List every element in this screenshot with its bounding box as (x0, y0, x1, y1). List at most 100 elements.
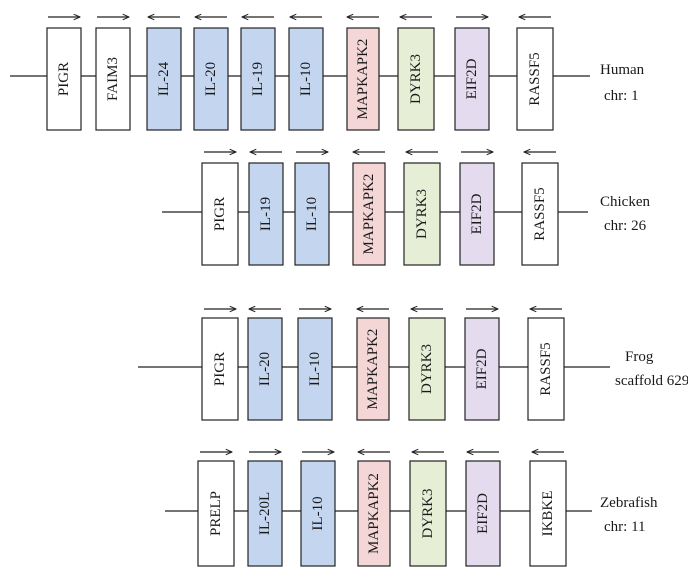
gene-box (247, 460, 283, 567)
gene-label: FAIM3 (105, 57, 121, 101)
gene-box (201, 162, 239, 266)
gene-label: EIF2D (474, 348, 490, 389)
gene-pigr: PIGR (201, 309, 239, 421)
gene-box (95, 27, 131, 131)
gene-mapkapk2: MAPKAPK2 (356, 309, 390, 421)
gene-box (201, 317, 239, 421)
gene-box (408, 317, 446, 421)
gene-il-10: IL-10 (297, 309, 333, 421)
species-row-zebrafish: PRELP IL-20L IL-10 MAPKAPK2 DYRK3 EIF2D IKBKE Z… (165, 452, 658, 567)
gene-box (297, 317, 333, 421)
species-name: Zebrafish (600, 495, 658, 511)
gene-il-10: IL-10 (300, 452, 336, 567)
gene-il-19: IL-19 (240, 17, 276, 131)
gene-mapkapk2: MAPKAPK2 (357, 452, 391, 567)
gene-label: MAPKAPK2 (365, 329, 381, 410)
gene-label: RASSF5 (532, 187, 548, 240)
gene-box (288, 27, 324, 131)
gene-box (294, 162, 330, 266)
gene-label: DYRK3 (420, 488, 436, 538)
gene-dyrk3: DYRK3 (397, 17, 435, 131)
gene-label: IL-20L (257, 492, 273, 535)
gene-label: DYRK3 (419, 344, 435, 394)
gene-rassf5: RASSF5 (527, 309, 565, 421)
gene-label: IL-10 (307, 352, 323, 386)
species-location: scaffold 629 (615, 373, 688, 389)
gene-il-10: IL-10 (294, 152, 330, 266)
gene-mapkapk2: MAPKAPK2 (346, 17, 380, 131)
gene-box (409, 460, 447, 567)
gene-eif2d: EIF2D (454, 17, 490, 131)
gene-box (529, 460, 567, 567)
gene-label: PIGR (212, 197, 228, 231)
gene-box (248, 162, 284, 266)
gene-eif2d: EIF2D (465, 452, 501, 567)
gene-box (352, 162, 386, 266)
gene-label: MAPKAPK2 (355, 39, 371, 120)
gene-label: IL-10 (310, 496, 326, 530)
gene-label: RASSF5 (527, 52, 543, 105)
gene-label: EIF2D (464, 58, 480, 99)
gene-dyrk3: DYRK3 (403, 152, 441, 266)
gene-eif2d: EIF2D (459, 152, 495, 266)
gene-il-10: IL-10 (288, 17, 324, 131)
gene-label: MAPKAPK2 (361, 174, 377, 255)
gene-box (357, 460, 391, 567)
gene-box (247, 317, 283, 421)
gene-pigr: PIGR (201, 152, 239, 266)
gene-label: MAPKAPK2 (366, 473, 382, 554)
gene-label: IL-10 (298, 62, 314, 96)
gene-label: DYRK3 (414, 189, 430, 239)
gene-il-19: IL-19 (248, 152, 284, 266)
gene-label: RASSF5 (538, 342, 554, 395)
gene-label: PIGR (212, 352, 228, 386)
gene-prelp: PRELP (197, 452, 235, 567)
gene-label: EIF2D (469, 193, 485, 234)
gene-mapkapk2: MAPKAPK2 (352, 152, 386, 266)
gene-box (193, 27, 229, 131)
species-name: Chicken (600, 194, 650, 210)
species-location: chr: 11 (604, 519, 646, 535)
gene-il-20: IL-20 (193, 17, 229, 131)
gene-box (146, 27, 182, 131)
gene-label: IL-20 (257, 352, 273, 386)
gene-label: IL-10 (304, 197, 320, 231)
gene-box (346, 27, 380, 131)
gene-box (521, 162, 559, 266)
gene-faim3: FAIM3 (95, 17, 131, 131)
gene-dyrk3: DYRK3 (408, 309, 446, 421)
gene-box (454, 27, 490, 131)
gene-box (403, 162, 441, 266)
species-row-chicken: PIGR IL-19 IL-10 MAPKAPK2 DYRK3 EIF2D RASSF5 Ch… (162, 152, 650, 266)
gene-rassf5: RASSF5 (521, 152, 559, 266)
gene-ikbke: IKBKE (529, 452, 567, 567)
gene-box (197, 460, 235, 567)
gene-box (516, 27, 554, 131)
gene-il-20l: IL-20L (247, 452, 283, 567)
gene-il-24: IL-24 (146, 17, 182, 131)
species-name: Frog (625, 349, 654, 365)
gene-dyrk3: DYRK3 (409, 452, 447, 567)
species-name: Human (600, 62, 645, 78)
gene-box (464, 317, 500, 421)
gene-label: EIF2D (475, 493, 491, 534)
gene-rassf5: RASSF5 (516, 17, 554, 131)
gene-pigr: PIGR (46, 17, 82, 131)
species-location: chr: 26 (604, 218, 647, 234)
gene-box (300, 460, 336, 567)
gene-box (527, 317, 565, 421)
gene-eif2d: EIF2D (464, 309, 500, 421)
gene-label: IL-19 (250, 62, 266, 96)
gene-label: IL-20 (203, 62, 219, 96)
gene-box (46, 27, 82, 131)
species-row-frog: PIGR IL-20 IL-10 MAPKAPK2 DYRK3 EIF2D RASSF5 Fr… (138, 309, 688, 421)
gene-box (240, 27, 276, 131)
gene-label: PRELP (208, 491, 224, 536)
gene-box (465, 460, 501, 567)
species-row-human: PIGR FAIM3 IL-24 IL-20 IL-19 IL-10 MAPKAPK2 DYR… (10, 17, 645, 131)
species-location: chr: 1 (604, 88, 639, 104)
gene-label: PIGR (56, 62, 72, 96)
gene-box (356, 317, 390, 421)
gene-box (459, 162, 495, 266)
